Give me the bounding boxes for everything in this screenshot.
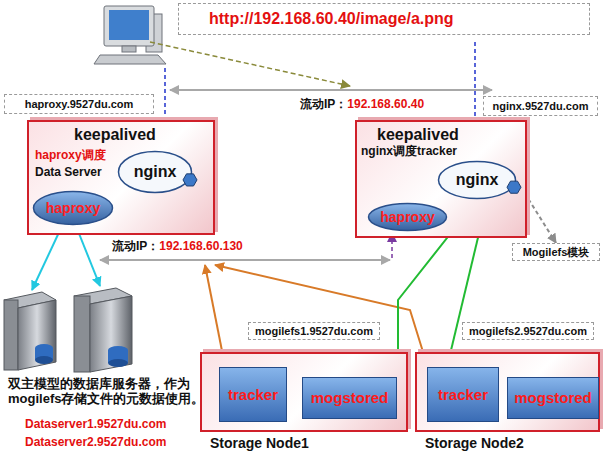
box-title: keepalived: [377, 126, 459, 144]
keepalived-box: keepalivednginx调度tracker nginx haproxy: [355, 120, 527, 238]
node-text: Mogilefs模块: [523, 246, 590, 259]
node-text: mogilefs2.9527du.com: [469, 325, 587, 338]
host-label-box: haproxy.9527du.com: [4, 94, 154, 114]
node-text: mogilefs1.9527du.com: [255, 325, 373, 338]
vip-address: 192.168.60.40: [347, 98, 424, 112]
host-label-box: mogilefs2.9527du.com: [462, 322, 594, 340]
host-label: Dataserver2.9527du.com: [25, 436, 166, 450]
node-text: mogstored: [311, 389, 389, 406]
vip-address: 192.168.60.130: [159, 240, 242, 254]
storage-node-box: Storage Node2trackermogstored: [415, 352, 600, 432]
nginx-ellipse: nginx: [437, 160, 517, 200]
module-hexagon: [507, 181, 521, 193]
role-text: Data Server: [35, 166, 102, 180]
node-text: tracker: [228, 386, 278, 403]
node-text: nginx.9527du.com: [493, 100, 589, 113]
db-arrow: [76, 226, 100, 286]
db-server-icon: [4, 292, 56, 370]
vip-line: [170, 89, 492, 91]
module-hexagon: [183, 174, 197, 186]
node-text: tracker: [438, 386, 488, 403]
node-text: mogstored: [514, 389, 592, 406]
computer-icon: [94, 6, 166, 64]
node-text: haproxy.9527du.com: [25, 98, 134, 111]
vip-line: [100, 259, 390, 261]
vip-label: 流动IP：: [300, 98, 347, 112]
node-text: http://192.168.60.40/image/a.png: [209, 10, 454, 28]
url-box: http://192.168.60.40/image/a.png: [178, 3, 590, 35]
request-arrow: [150, 42, 350, 86]
host-label: Dataserver1.9527du.com: [25, 418, 166, 432]
storage-node-box: Storage Node1trackermogstored: [200, 352, 408, 432]
ellipse-shape: [34, 192, 113, 225]
tracker-box: tracker: [427, 367, 499, 422]
ellipse-shape: [439, 162, 516, 199]
node-text: haproxy: [380, 209, 434, 225]
role-text: haproxy调度: [35, 149, 106, 163]
label-row: 流动IP：192.168.60.40: [300, 98, 424, 112]
haproxy-ellipse: haproxy: [32, 190, 114, 226]
keepalived-box: keepalived haproxy调度 Data Server nginx hapro…: [27, 120, 215, 235]
node-text: nginx: [134, 163, 177, 181]
label-row: 流动IP：192.168.60.130: [112, 240, 243, 254]
host-label-box: mogilefs1.9527du.com: [248, 322, 380, 340]
role-text: nginx调度tracker: [361, 145, 457, 159]
node-text: nginx: [456, 171, 499, 189]
mogstored-box: mogstored: [507, 377, 599, 419]
ellipse-shape: [119, 152, 192, 193]
mogstored-box: mogstored: [302, 377, 397, 419]
haproxy-ellipse: haproxy: [367, 202, 448, 232]
vip-label: 流动IP：: [112, 240, 159, 254]
tracker-db-arrow: [205, 265, 225, 366]
db-server-icon: [74, 288, 132, 372]
ellipse-shape: [369, 204, 447, 231]
module-label-box: Mogilefs模块: [512, 243, 600, 261]
node-caption: Storage Node2: [425, 435, 524, 451]
node-text: haproxy: [46, 200, 100, 216]
note-text: 双主模型的数据库服务器，作为mogilefs存储文件的元数据使用。: [8, 377, 218, 407]
tracker-box: tracker: [219, 367, 287, 422]
nginx-ellipse: nginx: [117, 150, 193, 194]
db-arrow: [32, 226, 62, 290]
host-label-box: nginx.9527du.com: [483, 96, 598, 116]
box-title: keepalived: [74, 126, 156, 144]
node-caption: Storage Node1: [210, 435, 309, 451]
